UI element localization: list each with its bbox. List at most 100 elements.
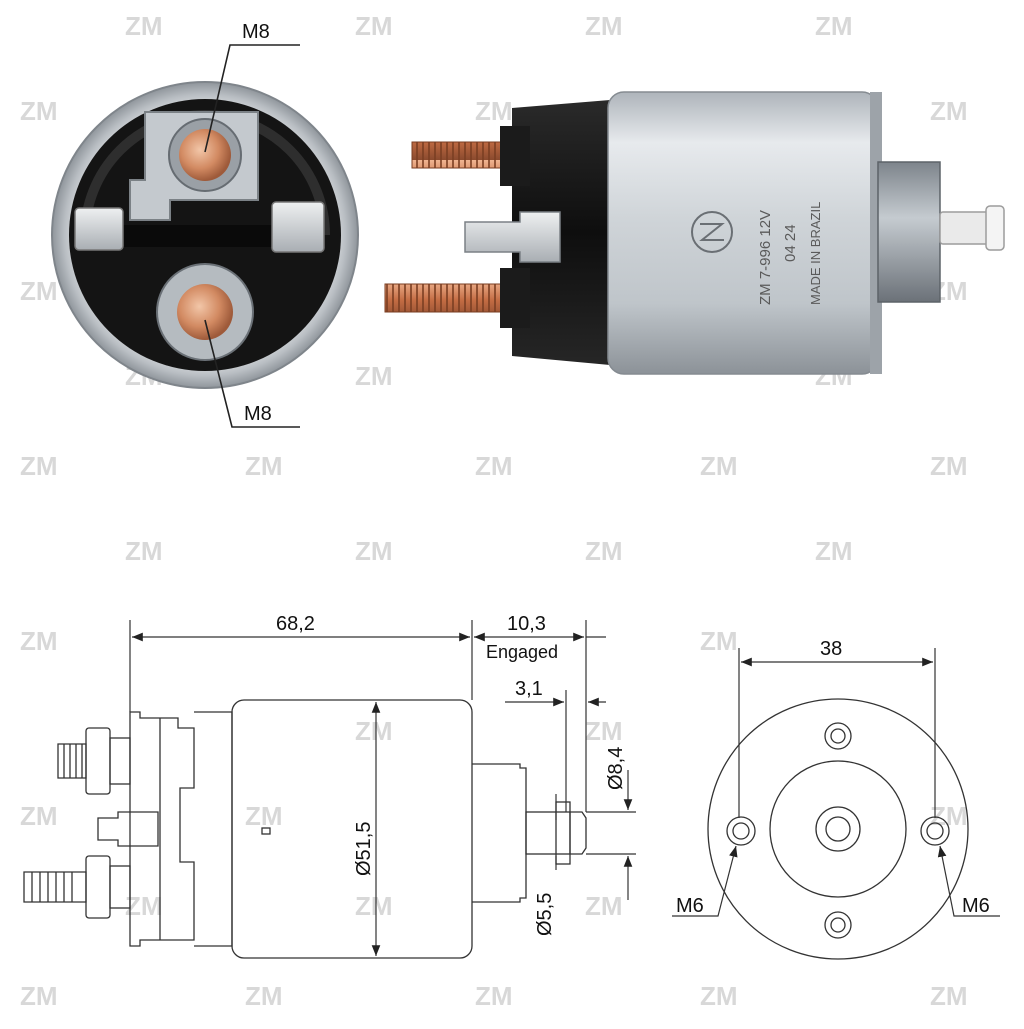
watermark-text: ZM xyxy=(20,276,58,306)
cap-flange xyxy=(194,711,233,947)
plunger-tip-outline xyxy=(570,811,587,855)
stud-lower xyxy=(23,871,87,903)
dim-shaft-diameter: Ø5,5 xyxy=(534,893,556,936)
watermark-text: ZM xyxy=(355,11,393,41)
spade-terminal-drawing xyxy=(97,811,159,847)
dim-body-length: 68,2 xyxy=(276,613,315,635)
plunger-circle xyxy=(815,806,861,852)
cap-profile xyxy=(129,711,195,947)
watermark-text: ZM xyxy=(125,11,163,41)
shaft-outline xyxy=(525,811,571,855)
boss-outline xyxy=(472,763,527,903)
hole-bottom xyxy=(824,911,852,939)
label-right-hole: M6 xyxy=(962,895,990,917)
cap-groove xyxy=(120,225,290,247)
shaft-collar xyxy=(555,801,571,865)
watermark-text: ZM xyxy=(930,96,968,126)
hole-bottom-inner xyxy=(830,917,846,933)
dim-tip-diameter: Ø8,4 xyxy=(605,747,627,790)
watermark-text: ZM xyxy=(585,716,623,746)
plunger-cap xyxy=(985,205,1005,251)
case-marking-line1: ZM 7-996 12V xyxy=(757,210,774,305)
field-tab-right xyxy=(271,201,325,253)
watermark-text: ZM xyxy=(20,626,58,656)
watermark-text: ZM xyxy=(355,891,393,921)
watermark-text: ZM xyxy=(355,716,393,746)
threaded-stud-bottom xyxy=(384,283,514,313)
watermark-text: ZM xyxy=(475,981,513,1011)
watermark-text: ZM xyxy=(245,801,283,831)
threaded-stud-top xyxy=(411,141,513,169)
watermark-text: ZM xyxy=(20,451,58,481)
cap-terminal-block-top xyxy=(500,126,530,186)
watermark-text: ZM xyxy=(475,451,513,481)
leader-bottom xyxy=(204,319,300,428)
dim-plunger-tip: 3,1 xyxy=(515,678,543,700)
watermark-text: ZM xyxy=(20,981,58,1011)
hole-right-inner xyxy=(926,822,944,840)
flange-outline xyxy=(707,698,969,960)
zm-logo-seal xyxy=(691,211,733,253)
watermark-text: ZM xyxy=(355,536,393,566)
spade-terminal xyxy=(464,211,561,263)
leader-top xyxy=(204,44,300,153)
watermark-text: ZM xyxy=(475,96,513,126)
end-view-photo: M8 M8 xyxy=(51,21,359,428)
side-dimensions xyxy=(129,620,636,956)
field-tab-left xyxy=(74,207,124,251)
dim-stroke: 10,3 xyxy=(507,613,546,635)
black-cap xyxy=(512,100,610,365)
boss-circle xyxy=(769,760,907,898)
watermark-text: ZM xyxy=(700,626,738,656)
watermark-text: ZM xyxy=(585,11,623,41)
watermark-text: ZM xyxy=(125,891,163,921)
copper-terminal-bottom xyxy=(177,284,233,340)
hole-left xyxy=(726,816,756,846)
stud-lower-thread xyxy=(31,872,73,902)
watermark-text: ZM xyxy=(930,981,968,1011)
watermark-text: ZM xyxy=(245,981,283,1011)
plunger-bore xyxy=(825,816,851,842)
watermark-text: ZM xyxy=(20,96,58,126)
solenoid-can xyxy=(607,91,879,375)
dim-hole-spacing: 38 xyxy=(820,638,842,660)
hole-top xyxy=(824,722,852,750)
leader-right-hole xyxy=(937,845,1000,917)
copper-terminal-top xyxy=(179,129,231,181)
watermark-text: ZM xyxy=(815,536,853,566)
front-dimensions xyxy=(672,648,1000,917)
nut-upper xyxy=(85,727,111,795)
stud-upper-thread xyxy=(63,744,83,778)
leader-left-hole xyxy=(672,845,738,917)
washer-lower xyxy=(109,865,131,909)
washer-upper xyxy=(109,737,131,785)
watermark-pattern: ZM ZM ZM ZM ZM ZM ZM ZM ZM ZM ZM ZM ZM Z… xyxy=(20,11,968,1011)
watermark-text: ZM xyxy=(355,361,393,391)
case-marking-line2: 04 24 xyxy=(782,224,799,262)
side-view-photo: ZM 7-996 12V 04 24 MADE IN BRAZIL xyxy=(384,91,1005,375)
watermark-text: ZM xyxy=(815,11,853,41)
label-terminal-bottom: M8 xyxy=(244,403,272,425)
nut-lower xyxy=(85,855,111,919)
label-left-hole: M6 xyxy=(676,895,704,917)
watermark-text: ZM xyxy=(20,801,58,831)
body-mark xyxy=(261,827,271,835)
watermark-text: ZM xyxy=(930,801,968,831)
case-marking-line3: MADE IN BRAZIL xyxy=(808,202,823,305)
watermark-text: ZM xyxy=(700,451,738,481)
solenoid-body-outline xyxy=(231,699,473,959)
watermark-text: ZM xyxy=(245,451,283,481)
hole-top-inner xyxy=(830,728,846,744)
watermark-text: ZM xyxy=(585,891,623,921)
plunger-tip xyxy=(939,211,993,245)
watermark-text: ZM xyxy=(585,536,623,566)
plunger-boss xyxy=(877,161,941,303)
label-terminal-top: M8 xyxy=(242,21,270,43)
dim-stroke-note: Engaged xyxy=(486,642,558,662)
dim-body-diameter: Ø51,5 xyxy=(353,822,375,876)
watermark-text: ZM xyxy=(125,536,163,566)
hole-left-inner xyxy=(732,822,750,840)
watermark-text: ZM xyxy=(700,981,738,1011)
